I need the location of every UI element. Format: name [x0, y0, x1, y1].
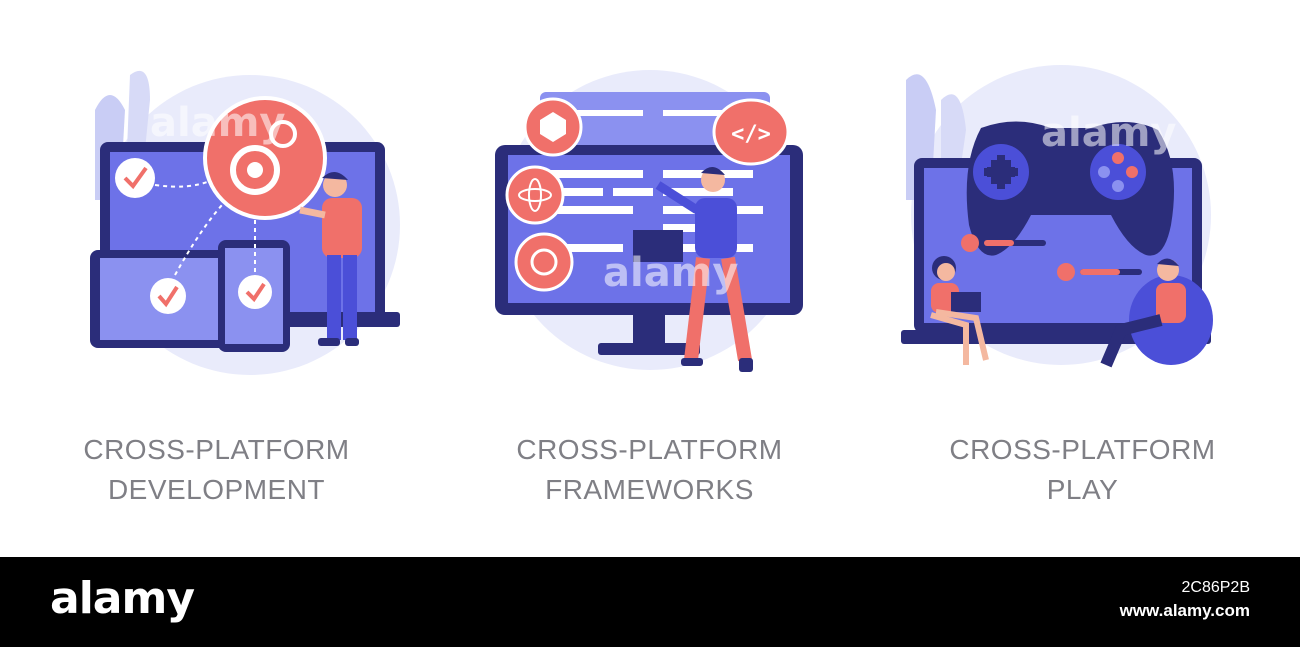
- person-head: [937, 263, 955, 281]
- person-shirt: [322, 198, 362, 258]
- play-illustration: [901, 65, 1213, 368]
- code-tag-text: </>: [731, 122, 771, 147]
- button-icon: [1126, 166, 1138, 178]
- monitor-stand: [598, 343, 700, 355]
- player-badge: [1057, 263, 1075, 281]
- ring-icon: [530, 248, 558, 276]
- person-leg: [343, 255, 357, 340]
- check-circle: [150, 278, 186, 314]
- laptop-icon: [633, 230, 683, 262]
- frameworks-illustration: </>: [495, 70, 803, 372]
- illustration-canvas: alamy CROSS-PLATFORM DEVELOPMENT: [0, 0, 1299, 557]
- button-icon: [1112, 152, 1124, 164]
- code-bubble: [712, 98, 790, 166]
- caption-line2: DEVELOPMENT: [107, 474, 326, 505]
- person-leg: [327, 255, 341, 340]
- caption-line1: CROSS-PLATFORM: [949, 434, 1216, 465]
- gear-icon: [230, 145, 280, 195]
- caption-frameworks: CROSS-PLATFORM FRAMEWORKS: [433, 430, 866, 510]
- check-icon: [157, 285, 179, 308]
- check-icon: [123, 166, 148, 190]
- caption-line1: CROSS-PLATFORM: [516, 434, 783, 465]
- gears-circle: [203, 96, 327, 220]
- player-badge: [961, 234, 979, 252]
- development-illustration: [90, 70, 400, 375]
- panel-frameworks: </> alamy CROSS-PLATFORM FRAMEWORKS: [433, 0, 866, 557]
- caption-play: CROSS-PLATFORM PLAY: [866, 430, 1299, 510]
- monitor-neck: [633, 315, 665, 345]
- check-icon: [245, 282, 266, 303]
- atom-icon: [518, 188, 552, 202]
- check-circle: [115, 158, 155, 198]
- caption-line1: CROSS-PLATFORM: [83, 434, 350, 465]
- gear-icon: [269, 120, 297, 148]
- framework-ring-circle: [514, 232, 574, 292]
- site-url: www.alamy.com: [1119, 601, 1250, 620]
- button-icon: [1098, 166, 1110, 178]
- panel-play: alamy CROSS-PLATFORM PLAY: [866, 0, 1299, 557]
- image-id: 2C86P2B: [1181, 579, 1251, 596]
- check-circle: [238, 275, 272, 309]
- person-shirt: [1156, 283, 1186, 323]
- laptop-icon: [951, 292, 981, 312]
- alamy-logo: alamy: [50, 573, 195, 624]
- person-shirt: [695, 198, 737, 258]
- footer-bar: alamy 2C86P2B www.alamy.com: [0, 557, 1300, 647]
- caption-development: CROSS-PLATFORM DEVELOPMENT: [0, 430, 433, 510]
- panel-development: alamy CROSS-PLATFORM DEVELOPMENT: [0, 0, 433, 557]
- hexagon-icon: [540, 112, 566, 142]
- caption-line2: PLAY: [1046, 474, 1119, 505]
- framework-atom-circle: [505, 165, 565, 225]
- button-icon: [1112, 180, 1124, 192]
- caption-line2: FRAMEWORKS: [545, 474, 754, 505]
